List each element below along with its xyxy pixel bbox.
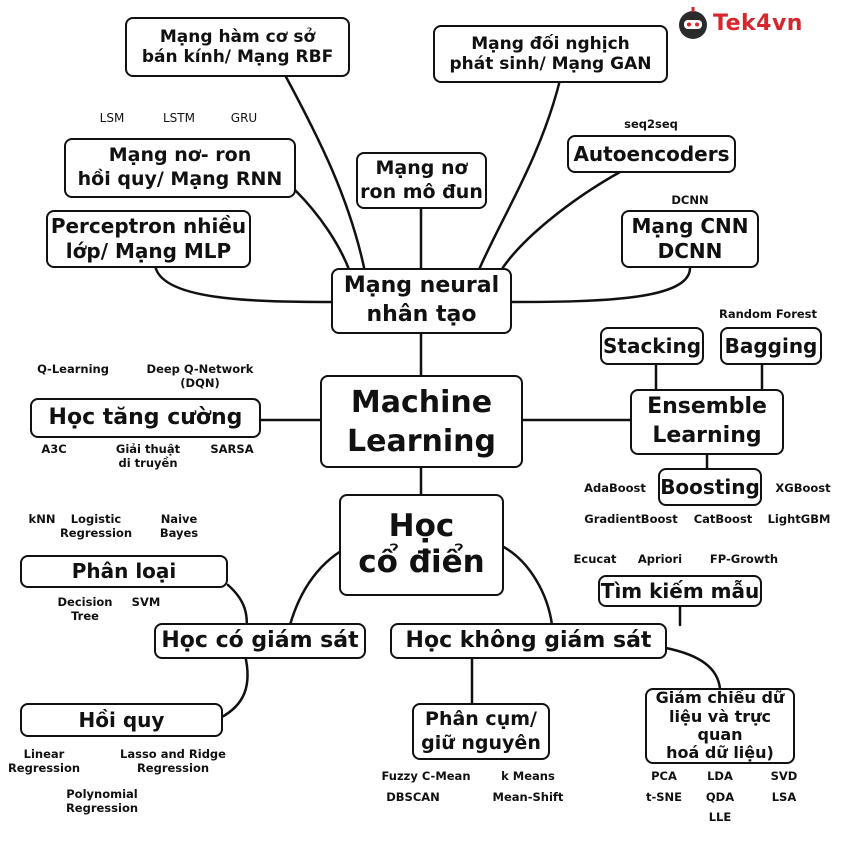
robot-icon [679,7,707,39]
label-dcnn: DCNN [671,193,709,207]
label-lsa: LSA [771,790,797,804]
line-autoencoders [498,170,622,274]
label-lda: LDA [707,769,733,783]
label-lasso: Lasso and Ridge Regression [120,747,226,775]
label-decision-tree: Decision Tree [57,595,113,623]
label-genetic: Giải thuật di truyền [115,442,181,470]
label-gradientboost: GradientBoost [584,512,678,526]
label-eclat: Ecucat [573,552,617,566]
label-dqn: Deep Q-Network (DQN) [146,362,254,390]
label-adaboost: AdaBoost [584,481,646,495]
node-stacking: Stacking [600,327,704,365]
node-supervised: Học có giám sát [154,623,366,659]
node-rl: Học tăng cường [30,398,261,438]
label-lstm: LSTM [163,111,195,125]
label-lle: LLE [708,810,732,824]
node-rbf: Mạng hàm cơ sở bán kính/ Mạng RBF [125,17,350,77]
label-polynomial: Polynomial Regression [65,787,139,815]
label-lsm: LSM [99,111,125,125]
label-kmeans: k Means [501,769,555,783]
label-pca: PCA [651,769,677,783]
line-gan [476,78,562,274]
node-bagging: Bagging [720,327,822,365]
node-rnn: Mạng nơ- ron hồi quy/ Mạng RNN [64,138,296,198]
label-svd: SVD [770,769,798,783]
brand-logo: Tek4vn [677,5,837,43]
label-linear: Linear Regression [7,747,81,775]
node-unsupervised: Học không giám sát [390,623,667,659]
logo-text: Tek4vn [713,11,803,36]
label-random-forest: Random Forest [718,307,818,321]
line-rbf [283,73,367,274]
node-center: Machine Learning [320,375,523,468]
label-dbscan: DBSCAN [386,790,440,804]
label-xgboost: XGBoost [775,481,831,495]
label-q-learning: Q-Learning [37,362,109,376]
node-dimred: Giảm chiều dữ liệu và trực quan hoá dữ l… [645,688,795,764]
label-meanshift: Mean-Shift [492,790,564,804]
node-pattern: Tìm kiếm mẫu [598,575,762,607]
label-naive-bayes: Naive Bayes [159,512,199,540]
node-gan: Mạng đối nghịch phát sinh/ Mạng GAN [433,25,668,83]
node-ensemble: Ensemble Learning [630,389,784,455]
label-svm: SVM [131,595,161,609]
label-fuzzy: Fuzzy C-Mean [381,769,471,783]
node-classical: Học cổ điển [339,494,504,596]
node-autoencoders: Autoencoders [567,135,736,173]
label-sarsa: SARSA [210,442,254,456]
node-classification: Phân loại [20,555,228,588]
label-fp-growth: FP-Growth [709,552,779,566]
label-logistic: Logistic Regression [59,512,133,540]
line-rnn [293,188,352,274]
line-dimred [664,646,722,691]
node-regression: Hồi quy [20,703,223,737]
label-tsne: t-SNE [645,790,683,804]
node-clustering: Phân cụm/ giữ nguyên [412,703,550,760]
line-unsupervised [498,543,554,627]
label-knn: kNN [28,512,56,526]
line-regression [218,653,249,720]
node-boosting: Boosting [658,468,762,506]
label-catboost: CatBoost [693,512,753,526]
node-modular: Mạng nơ ron mô đun [356,152,487,209]
label-a3c: A3C [41,442,67,456]
label-seq2seq: seq2seq [624,117,678,131]
node-cnn: Mạng CNN DCNN [621,210,759,268]
line-cnn [508,266,692,304]
label-qda: QDA [705,790,735,804]
label-lightgbm: LightGBM [767,512,831,526]
label-apriori: Apriori [637,552,683,566]
node-mlp: Perceptron nhiều lớp/ Mạng MLP [46,210,251,268]
line-mlp [153,263,335,304]
node-neural: Mạng neural nhân tạo [331,268,512,334]
label-gru: GRU [230,111,258,125]
